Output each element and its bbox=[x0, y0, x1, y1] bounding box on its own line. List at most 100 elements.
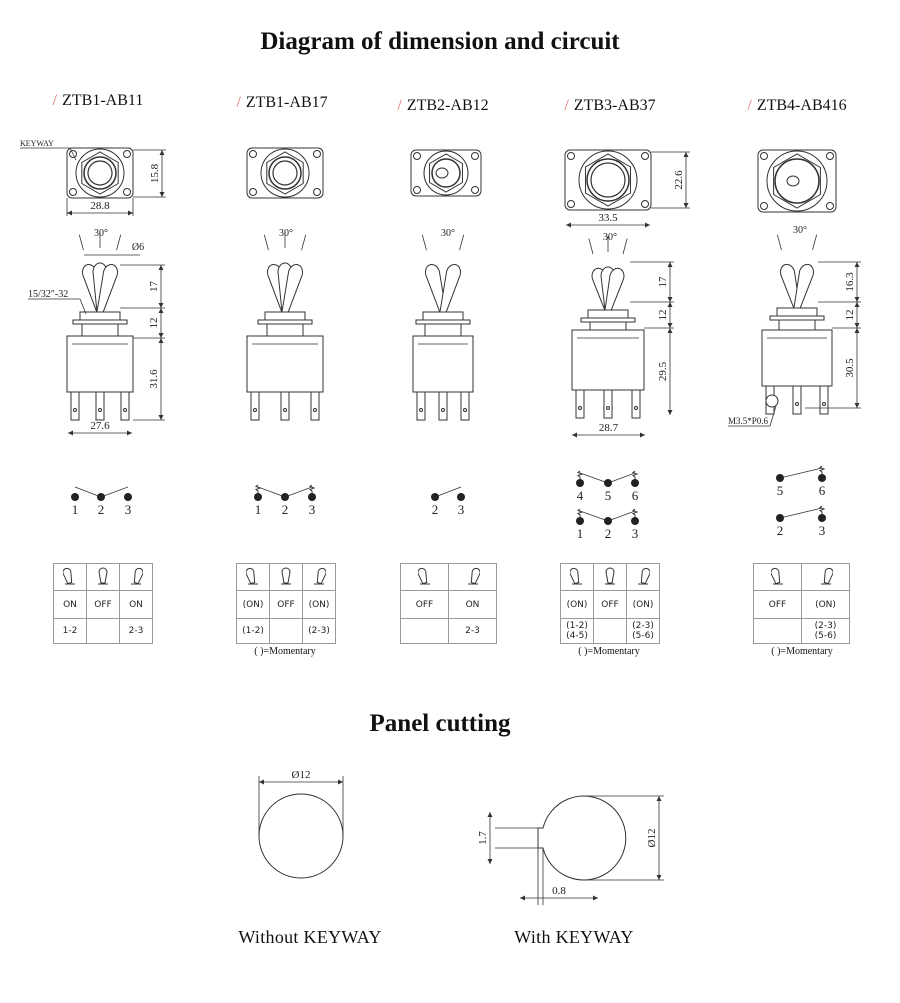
ztb2-ab12-side-washer bbox=[415, 319, 471, 325]
ztb3-ab37-circuit-456-pin-label: 6 bbox=[632, 488, 639, 503]
state-cell: (ON) bbox=[560, 590, 594, 619]
ztb4-ab416-circuit-56-terminal-dot bbox=[776, 474, 784, 482]
switch-state-table: (ON)OFF(ON)(1-2) (4-5)(2-3) (5-6) bbox=[560, 563, 660, 644]
ztb2-ab12-top-nut bbox=[423, 150, 469, 196]
model-label: /ZTB2-AB12 bbox=[397, 97, 489, 114]
ztb1-ab11-side-bushing bbox=[81, 323, 119, 337]
ztb4-ab416-side-toggle-lever bbox=[793, 263, 814, 309]
toggle-position-icon bbox=[769, 567, 783, 584]
keyway-label: KEYWAY bbox=[20, 139, 54, 148]
ztb1-ab11-side-washer bbox=[72, 319, 128, 325]
toggle-position-icon bbox=[569, 567, 582, 584]
ztb4-ab416-side-terminal-hole bbox=[795, 402, 799, 406]
ztb1-ab17-circuit-contact bbox=[257, 486, 286, 498]
dim-angle: 30° bbox=[94, 228, 108, 239]
ztb2-ab12-circuit-terminal-dot bbox=[431, 493, 439, 501]
ztb1-ab17-top-mount-hole bbox=[313, 150, 321, 158]
dim-diameter: Ø6 bbox=[132, 242, 144, 253]
contact-cell bbox=[269, 618, 303, 644]
ztb3-ab37-top-hole bbox=[590, 162, 626, 198]
dim-panel-dia-label: Ø12 bbox=[292, 769, 311, 781]
ztb3-ab37-side-angle-leader bbox=[622, 238, 628, 255]
switch-state-table: (ON)OFF(ON)(1-2)(2-3) bbox=[236, 563, 336, 644]
ztb1-ab17-top-plate bbox=[246, 147, 324, 199]
ztb2-ab12-circuit-pin-label: 3 bbox=[458, 502, 465, 517]
ztb1-ab11-side-terminal-hole bbox=[123, 408, 127, 412]
state-cell: ON bbox=[53, 590, 87, 619]
ztb4-ab416-circuit-23-terminal-dot bbox=[818, 514, 826, 522]
ztb2-ab12-top-mount-hole bbox=[471, 186, 479, 194]
state-cell: OFF bbox=[400, 590, 449, 619]
ztb4-ab416-circuit-23-spring-icon bbox=[818, 505, 826, 514]
ztb1-ab17-side-nut bbox=[264, 311, 306, 321]
ztb3-ab37-side-terminal bbox=[575, 389, 585, 419]
ztb2-ab12-top-lever-tip bbox=[435, 167, 449, 179]
ztb1-ab11-top-hole bbox=[87, 160, 113, 186]
dim-angle: 30° bbox=[441, 228, 455, 239]
toggle-position-cell bbox=[269, 563, 303, 591]
ztb2-ab12-circuit-contact bbox=[434, 486, 462, 498]
ztb4-ab416-top-mount-hole bbox=[760, 152, 768, 160]
contact-cell bbox=[86, 618, 120, 644]
ztb2-ab12-side-bushing bbox=[424, 323, 462, 337]
ztb1-ab17-side-terminal-hole bbox=[283, 408, 287, 412]
ztb2-ab12-side-angle-leader bbox=[459, 234, 465, 251]
toggle-position-cell bbox=[236, 563, 270, 591]
model-label: /ZTB1-AB17 bbox=[236, 94, 328, 111]
ztb4-ab416-side-angle-leader bbox=[812, 234, 818, 251]
contact-cell: (2-3) (5-6) bbox=[801, 618, 850, 644]
ztb2-ab12-top-bushing bbox=[431, 158, 461, 188]
ztb1-ab17-top-nut bbox=[260, 148, 310, 198]
state-cell: OFF bbox=[86, 590, 120, 619]
ztb2-ab12-side-terminal-hole bbox=[419, 408, 423, 412]
ztb1-ab11-side-terminal-hole bbox=[73, 408, 77, 412]
dim-screw: M3.5*P0.6 bbox=[728, 416, 769, 426]
dim-base-label: 27.6 bbox=[90, 420, 110, 432]
toggle-position-cell bbox=[560, 563, 594, 591]
ztb1-ab11-circuit-terminal-dot bbox=[71, 493, 79, 501]
state-cell: ON bbox=[119, 590, 153, 619]
panel-cutting-title: Panel cutting bbox=[369, 710, 511, 737]
momentary-note: ( )=Momentary bbox=[771, 646, 833, 657]
ztb3-ab37-circuit-456-terminal-dot bbox=[576, 479, 584, 487]
screw-icon bbox=[765, 394, 779, 408]
toggle-position-icon bbox=[131, 567, 144, 584]
ztb1-ab17-top-mount-hole bbox=[249, 150, 257, 158]
dim-lever-label: 17 bbox=[148, 281, 160, 293]
ztb4-ab416-top-mount-hole bbox=[826, 152, 834, 160]
contact-cell: (2-3) (5-6) bbox=[626, 618, 660, 644]
ztb4-ab416-top-mount-hole bbox=[826, 202, 834, 210]
toggle-position-icon bbox=[820, 567, 834, 584]
toggle-position-icon bbox=[245, 567, 258, 584]
momentary-note: ( )=Momentary bbox=[578, 646, 640, 657]
ztb3-ab37-circuit-456-contact bbox=[579, 472, 609, 484]
ztb3-ab37-circuit-123-pin-label: 3 bbox=[632, 526, 639, 541]
ztb3-ab37-top-mount-hole bbox=[641, 152, 649, 160]
ztb1-ab11-top-nut bbox=[75, 148, 125, 198]
ztb1-ab17-side-angle-leader bbox=[301, 234, 307, 251]
model-label: /ZTB1-AB11 bbox=[52, 92, 144, 109]
dim-bush-label: 12 bbox=[844, 310, 856, 321]
dim-top-width-label: 33.5 bbox=[598, 212, 618, 224]
caption-without-keyway: Without KEYWAY bbox=[238, 927, 382, 947]
ztb1-ab17-side-terminal bbox=[310, 391, 320, 421]
ztb1-ab17-side-angle-leader bbox=[263, 234, 269, 251]
ztb1-ab17-side-housing bbox=[246, 335, 324, 393]
ztb3-ab37-top-mount-hole bbox=[567, 200, 575, 208]
dim-thread: 15/32"-32 bbox=[28, 289, 68, 300]
ztb4-ab416-side-lever-shape bbox=[793, 263, 814, 309]
toggle-position-cell bbox=[593, 563, 627, 591]
ztb4-ab416-top-lever-tip bbox=[786, 175, 800, 187]
toggle-position-icon bbox=[416, 567, 430, 584]
toggle-position-icon bbox=[638, 567, 651, 584]
ztb1-ab11-circuit-pin-label: 1 bbox=[72, 502, 79, 517]
toggle-position-cell bbox=[448, 563, 497, 591]
ztb1-ab11-side-terminal bbox=[95, 391, 105, 421]
toggle-position-cell bbox=[302, 563, 336, 591]
ztb3-ab37-top-bushing bbox=[586, 158, 630, 202]
dim-top-height-arrows bbox=[159, 150, 165, 197]
ztb1-ab11-top-bushing bbox=[83, 156, 117, 190]
switch-state-table: OFF(ON)(2-3) (5-6) bbox=[753, 563, 850, 644]
